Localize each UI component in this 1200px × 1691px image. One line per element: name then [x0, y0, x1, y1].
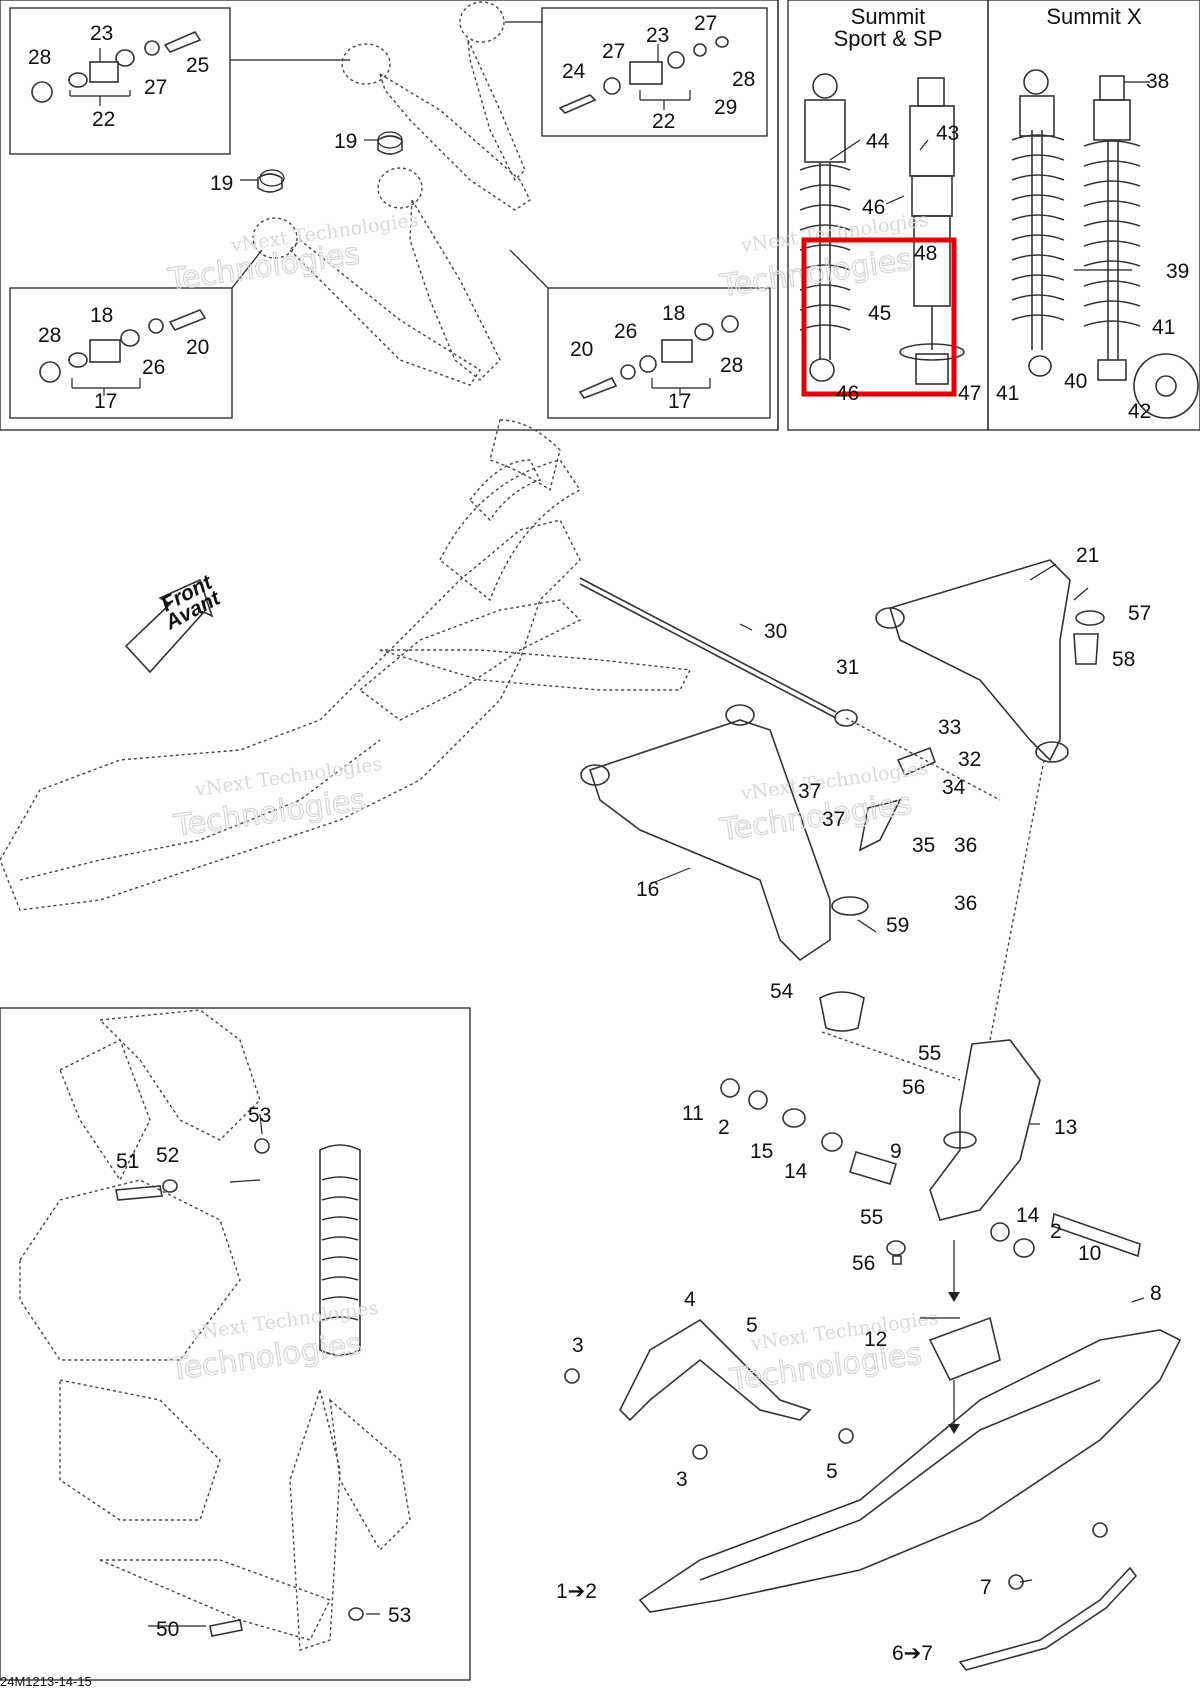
- callout-label: 20: [570, 338, 593, 361]
- callout-label: 5: [746, 1314, 758, 1337]
- callout-label: 41: [996, 382, 1019, 405]
- callout-label: 47: [958, 382, 981, 405]
- callout-label: 8: [1150, 1282, 1162, 1305]
- callout-label: 38: [1146, 70, 1169, 93]
- callout-label: 55: [918, 1042, 941, 1065]
- callout-label: 30: [764, 620, 787, 643]
- main-assembly-art: [0, 419, 1182, 1671]
- callout-label: 22: [652, 110, 675, 133]
- callout-label: 36: [954, 892, 977, 915]
- callout-label: 58: [1112, 648, 1135, 671]
- callout-label: 20: [186, 336, 209, 359]
- callout-label: 50: [156, 1618, 179, 1641]
- callout-label: 40: [1064, 370, 1087, 393]
- callout-label: 15: [750, 1140, 773, 1163]
- callout-label: 10: [1078, 1242, 1101, 1265]
- callout-label: 46: [862, 196, 885, 219]
- shock-insets-art: [799, 69, 1199, 419]
- callout-label: 6➔7: [892, 1642, 933, 1665]
- callout-label: 18: [662, 302, 685, 325]
- callout-label: 52: [156, 1144, 179, 1167]
- callout-label: 44: [866, 130, 890, 153]
- callout-label: 53: [248, 1104, 271, 1127]
- callout-label: 39: [1166, 260, 1189, 283]
- callout-label: 7: [980, 1576, 992, 1599]
- callout-label: 36: [954, 834, 977, 857]
- callout-label: 28: [732, 68, 755, 91]
- inset-title-sport-2: Sport & SP: [834, 26, 943, 51]
- callout-label: 27: [602, 40, 625, 63]
- callout-label: 12: [864, 1328, 887, 1351]
- callout-label: 17: [94, 390, 117, 413]
- callout-label: 25: [186, 54, 209, 77]
- callout-label: 59: [886, 914, 909, 937]
- callout-label: 14: [1016, 1204, 1040, 1227]
- callout-label: 28: [720, 354, 743, 377]
- callout-label: 9: [890, 1140, 902, 1163]
- callout-label: 28: [28, 46, 51, 69]
- callout-label: 51: [116, 1150, 139, 1173]
- callout-label: 26: [614, 320, 637, 343]
- callout-label: 43: [936, 122, 959, 145]
- callout-label: 48: [914, 242, 937, 265]
- inset-title-sport-1: Summit: [851, 4, 926, 29]
- callout-label: 56: [902, 1076, 925, 1099]
- callout-label: 46: [836, 382, 859, 405]
- callout-label: 31: [836, 656, 859, 679]
- callout-label: 5: [826, 1460, 838, 1483]
- callout-label: 57: [1128, 602, 1151, 625]
- callout-label: 11: [682, 1102, 704, 1125]
- callout-label: 28: [38, 324, 61, 347]
- callout-label: 37: [798, 780, 821, 803]
- callout-label: 22: [92, 108, 115, 131]
- callout-label: 56: [852, 1252, 875, 1275]
- callout-label: 3: [676, 1468, 688, 1491]
- callout-label: 18: [90, 304, 113, 327]
- callout-labels: 28 23 22 27 25 24 27 23 22 27 28 29 19 1…: [28, 12, 1189, 1665]
- callout-label: 1➔2: [556, 1580, 597, 1603]
- callout-label: 2: [718, 1116, 730, 1139]
- callout-label: 16: [636, 878, 659, 901]
- inset-title-x: Summit X: [1046, 4, 1142, 29]
- callout-label: 26: [142, 356, 165, 379]
- callout-label: 13: [1054, 1116, 1077, 1139]
- watermarks: vNext Technologies Technologies vNext Te…: [165, 209, 940, 1399]
- callout-label: 41: [1152, 316, 1175, 339]
- callout-label: 21: [1076, 544, 1099, 567]
- callout-label: 19: [210, 172, 233, 195]
- callout-label: 32: [958, 748, 981, 771]
- highlight-box: [801, 237, 957, 397]
- callout-label: 27: [144, 76, 167, 99]
- leader-lines: [69, 44, 1150, 1627]
- callout-label: 4: [684, 1288, 696, 1311]
- callout-label: 24: [562, 60, 586, 83]
- callout-label: 19: [334, 130, 357, 153]
- callout-label: 17: [668, 390, 691, 413]
- callout-label: 34: [942, 776, 966, 799]
- rear-mount-inset-art: [19, 1009, 411, 1651]
- callout-label: 35: [912, 834, 935, 857]
- drawing-code: 24M1213-14-15: [0, 1674, 92, 1689]
- callout-label: 14: [784, 1160, 808, 1183]
- callout-label: 45: [868, 302, 891, 325]
- callout-label: 33: [938, 716, 961, 739]
- callout-label: 55: [860, 1206, 883, 1229]
- callout-label: 53: [388, 1604, 411, 1627]
- callout-label: 42: [1128, 400, 1151, 423]
- upper-a-arm-art: [31, 1, 739, 399]
- callout-label: 23: [646, 24, 669, 47]
- callout-label: 37: [822, 808, 845, 831]
- callout-label: 2: [1050, 1220, 1062, 1243]
- callout-label: 54: [770, 980, 794, 1003]
- inset-titles: Summit Sport & SP Summit X: [834, 4, 1142, 51]
- callout-label: 3: [572, 1334, 584, 1357]
- callout-label: 27: [694, 12, 717, 35]
- callout-label: 29: [714, 96, 737, 119]
- callout-label: 23: [90, 22, 113, 45]
